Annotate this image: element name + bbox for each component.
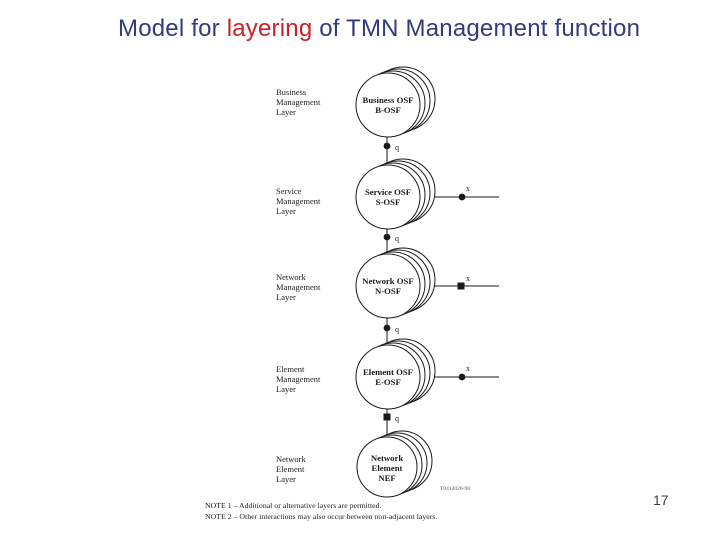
x-point-marker-icon — [457, 282, 465, 290]
osf-circle-business — [355, 72, 421, 138]
node-label-line: Service OSF — [365, 187, 411, 197]
node-label-line: Element — [372, 463, 403, 473]
osf-circle-service — [355, 164, 421, 230]
q-point-marker-icon — [383, 324, 391, 332]
q-point-marker-icon — [383, 413, 391, 421]
figure-reference: T0413020-98 — [440, 486, 470, 492]
q-reference-points: q q q q — [383, 142, 399, 423]
layer-stack-service — [355, 158, 436, 230]
layer-label-line: Service — [276, 186, 302, 196]
title-segment-accent: layering — [226, 15, 313, 42]
node-label-line: N-OSF — [375, 286, 401, 296]
node-label-line: E-OSF — [375, 377, 401, 387]
node-label-line: Network OSF — [362, 276, 413, 286]
q-point-marker-icon — [383, 233, 391, 241]
note-line-1: NOTE 1 – Additional or alternative layer… — [205, 501, 382, 510]
title-segment-primary-1: Model for — [118, 15, 227, 42]
node-label-line: NEF — [378, 473, 395, 483]
x-ref-label: x — [466, 364, 470, 373]
layer-label-line: Business — [276, 87, 306, 97]
q-ref-label: q — [395, 234, 399, 243]
osf-circle-element — [355, 344, 421, 410]
layer-stack-network-element — [356, 430, 433, 498]
q-ref-label: q — [395, 414, 399, 423]
osf-circle-network — [355, 253, 421, 319]
x-ref-label: x — [466, 184, 470, 193]
layer-label-line: Management — [276, 374, 321, 384]
node-label-line: Business OSF — [363, 95, 414, 105]
layer-label-line: Management — [276, 282, 321, 292]
layer-label-line: Element — [276, 464, 305, 474]
page-number: 17 — [653, 492, 669, 508]
layer-label-line: Layer — [276, 107, 296, 117]
layer-label-line: Management — [276, 97, 321, 107]
q-point-marker-icon — [383, 142, 391, 150]
slide-title: Model for layering of TMN Management fun… — [118, 15, 640, 43]
layer-stack-network — [355, 247, 436, 319]
layer-label-line: Layer — [276, 292, 296, 302]
node-label-line: B-OSF — [375, 105, 401, 115]
node-label-line: Element OSF — [363, 367, 413, 377]
layer-label-line: Management — [276, 196, 321, 206]
q-ref-label: q — [395, 325, 399, 334]
node-label-line: Network — [371, 453, 403, 463]
nef-circle — [356, 436, 418, 498]
note-line-2: NOTE 2 – Other interactions may also occ… — [205, 512, 437, 521]
node-label-line: S-OSF — [376, 197, 401, 207]
layer-label-line: Element — [276, 364, 305, 374]
x-ref-label: x — [466, 274, 470, 283]
q-ref-label: q — [395, 143, 399, 152]
node-labels: Business OSF B-OSF Service OSF S-OSF Net… — [362, 95, 413, 483]
layer-labels: Business Management Layer Service Manage… — [276, 87, 321, 484]
x-reference-points: x x x — [457, 184, 470, 381]
layer-label-line: Layer — [276, 206, 296, 216]
layer-label-line: Network — [276, 272, 306, 282]
layer-label-line: Layer — [276, 474, 296, 484]
layer-stack-business — [355, 66, 436, 138]
x-point-marker-icon — [458, 373, 466, 381]
layer-label-line: Network — [276, 454, 306, 464]
layer-stack-element — [355, 338, 436, 410]
x-point-marker-icon — [458, 193, 466, 201]
title-segment-primary-2: of TMN Management function — [312, 15, 641, 42]
layer-label-line: Layer — [276, 384, 296, 394]
